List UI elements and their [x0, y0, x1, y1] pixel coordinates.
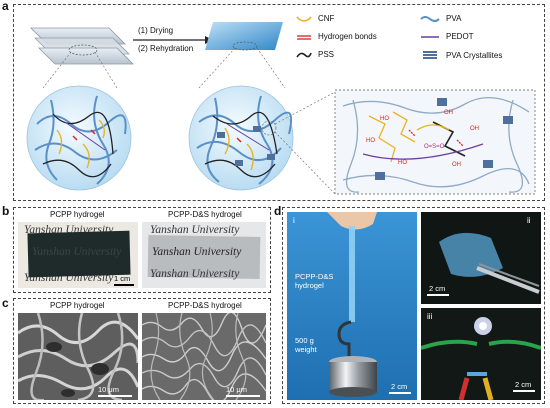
pva-wave-icon [420, 15, 440, 22]
network-sphere-1 [26, 85, 132, 191]
chem-label-6: HO [398, 160, 407, 166]
network-sphere-2 [188, 85, 336, 195]
fingers [327, 212, 377, 230]
dried-film-illustration [205, 22, 283, 50]
scale-bar [389, 392, 411, 394]
weight-lifting-illustration [287, 212, 417, 400]
panel-label-d: d [274, 204, 282, 218]
chem-label-5: OH [470, 126, 479, 132]
sem-texture-fine [142, 313, 266, 400]
red-clip [458, 377, 470, 400]
scale-bar [427, 294, 449, 296]
hydrogen-bond-icon [297, 34, 311, 40]
b-title-pcpp-ds: PCPP-D&S hydrogel [168, 210, 242, 219]
bending-illustration [421, 212, 541, 304]
legend-pedot: PEDOT [420, 32, 474, 41]
process-arrow [133, 36, 213, 44]
c-title-pcpp: PCPP hydrogel [50, 301, 105, 310]
legend-pva: PVA [420, 14, 461, 23]
schematic-illustration [26, 22, 536, 195]
c-title-pcpp-ds: PCPP-D&S hydrogel [168, 301, 242, 310]
led-circuit-illustration [421, 308, 541, 400]
sem-image-pcpp: 10 μm [18, 313, 138, 400]
label-hydrogel: hydrogel [295, 281, 324, 290]
sem-image-pcpp-ds: 10 μm [142, 313, 266, 400]
sub-label-ii: ii [527, 216, 531, 225]
glass-mold-illustration [30, 27, 134, 89]
panel-label-c: c [2, 296, 9, 310]
crystallite-stack-icon [423, 51, 437, 59]
legend-cnf: CNF [296, 14, 334, 23]
pedot-line-icon [421, 35, 439, 38]
scale-bar [513, 390, 535, 392]
chem-label-7: OH [452, 162, 461, 168]
pss-curve-icon [296, 52, 312, 57]
scale-bar [98, 395, 132, 397]
panel-d [282, 207, 545, 404]
photo-led-circuit: iii 2 cm [421, 308, 541, 400]
photo-bending: ii 2 cm [421, 212, 541, 304]
panel-a [13, 4, 545, 201]
molecular-zoom-box [334, 89, 536, 195]
yellow-clip [482, 377, 494, 400]
legend-hydrogen-bonds: Hydrogen bonds [296, 32, 377, 41]
label-500g: 500 g [295, 336, 314, 345]
scale-bar [114, 284, 134, 286]
photo-pcpp-film: Yanshan University Yanshan University Ya… [18, 222, 138, 288]
sem-texture-coarse [18, 313, 138, 400]
legend-pva-crystallites: PVA Crystallites [420, 50, 502, 60]
hydrogel-strip [349, 226, 355, 322]
photo-pcpp-ds-film: Yanshan University Yanshan University Ya… [142, 222, 266, 288]
photo-weight-lifting: i PCPP-D&S hydrogel 500 g weight 2 cm [287, 212, 417, 400]
label-pcpp-ds: PCPP-D&S [295, 272, 334, 281]
chem-label-4: OH [444, 110, 453, 116]
label-weight: weight [295, 345, 317, 354]
step-drying: (1) Drying [138, 26, 174, 35]
scale-bar [226, 395, 260, 397]
cnf-curve-icon [296, 15, 312, 22]
panel-label-b: b [2, 204, 10, 218]
sub-label-i: i [293, 216, 295, 225]
chem-label-2: HO [366, 138, 375, 144]
panel-b [13, 207, 271, 293]
chem-label-1: HO [380, 116, 389, 122]
hydrogel-conductor [467, 372, 487, 376]
step-rehydration: (2) Rehydration [138, 44, 194, 53]
b-title-pcpp: PCPP hydrogel [50, 210, 105, 219]
panel-c [13, 298, 271, 404]
panel-label-a: a [2, 0, 9, 13]
chem-label-3: O=S=O [424, 144, 445, 150]
green-wire [421, 339, 478, 350]
sub-label-iii: iii [427, 312, 433, 321]
legend-pss: PSS [296, 50, 334, 59]
tweezers [476, 266, 540, 294]
